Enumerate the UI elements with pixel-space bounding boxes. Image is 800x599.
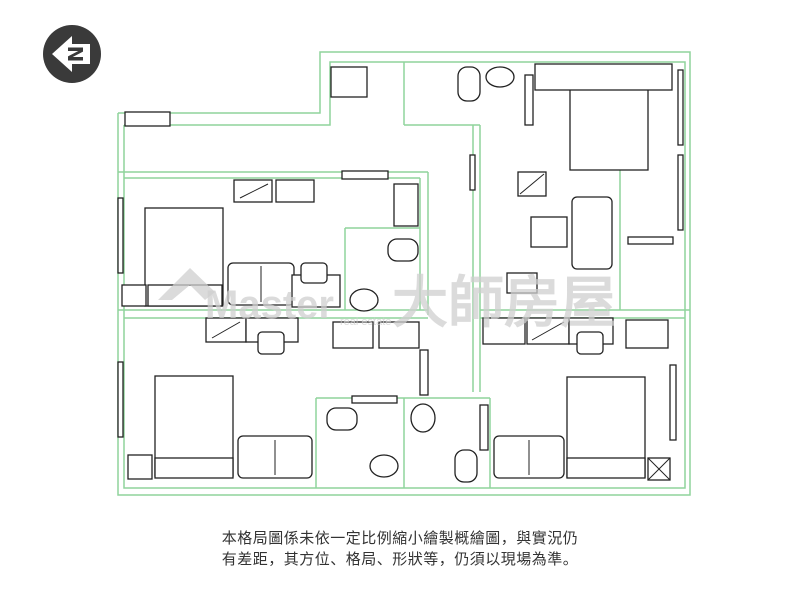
sanitary-fixtures (326, 66, 515, 483)
watermark-latin: Master (205, 283, 334, 327)
disclaimer-caption: 本格局圖係未依一定比例縮小繪製概繪圖，與實況仍 有差距，其方位、格局、形狀等，仍… (0, 528, 800, 570)
caption-line-1: 本格局圖係未依一定比例縮小繪製概繪圖，與實況仍 (221, 529, 579, 547)
watermark: Master real estate 大師房屋 (158, 268, 616, 336)
chairs (257, 262, 604, 355)
windows (117, 69, 684, 451)
watermark-cjk: 大師房屋 (392, 271, 616, 336)
watermark-tagline: real estate (340, 316, 391, 328)
compass-letter: N (64, 46, 88, 63)
sofas (121, 63, 673, 481)
north-arrow-icon: N (43, 25, 101, 83)
caption-line-2: 有差距，其方位、格局、形狀等，仍須以現場為準。 (221, 550, 579, 568)
cabinets (205, 66, 669, 349)
floor-plan: Master real estate 大師房屋 (117, 51, 691, 496)
